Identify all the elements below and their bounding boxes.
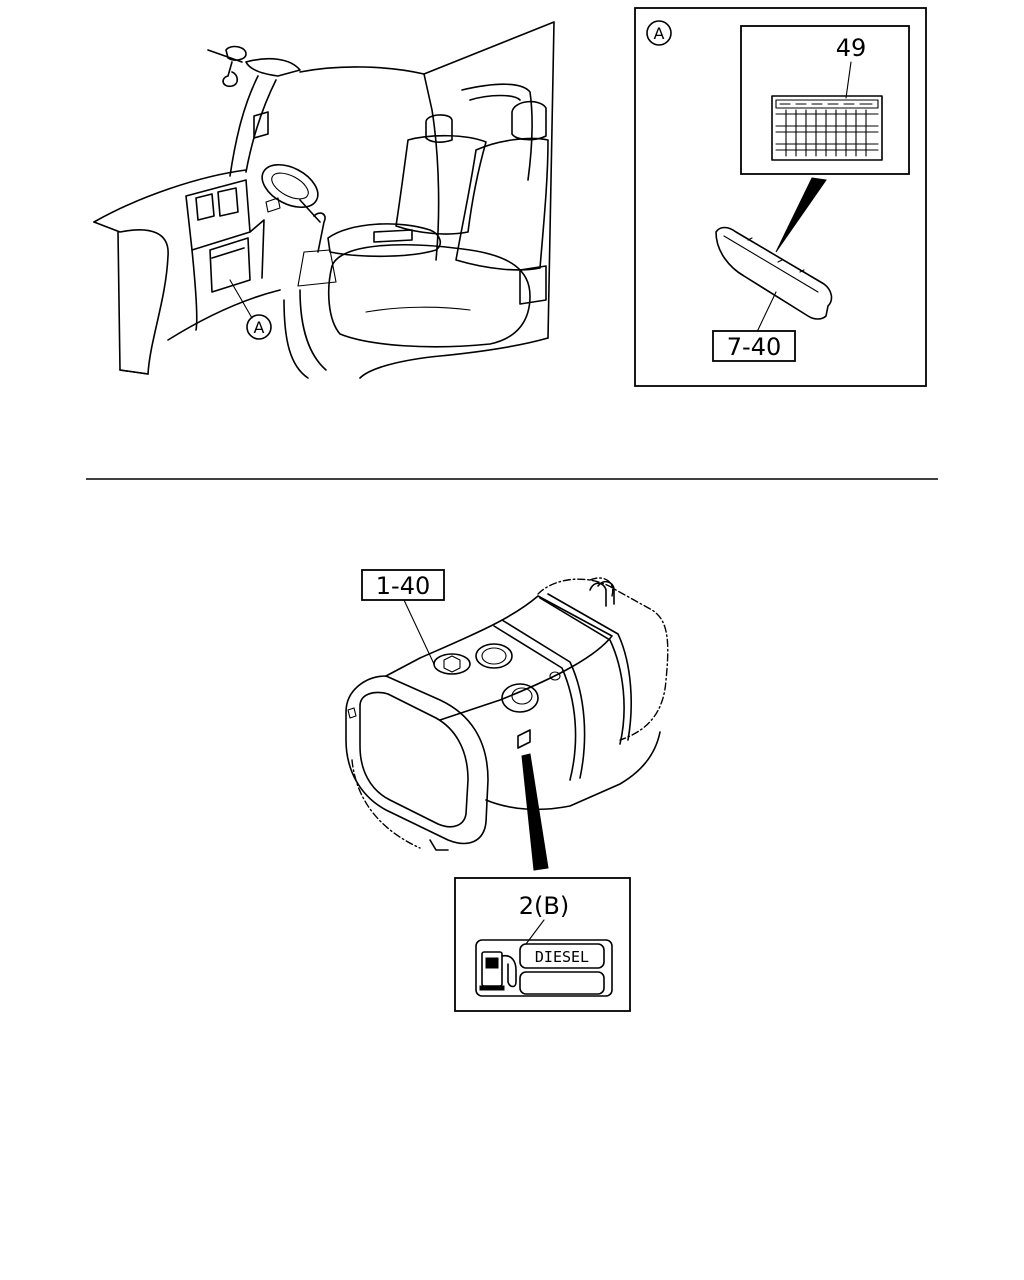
fuel-label-decal [475,939,613,997]
part-callout-box-tank [361,569,445,601]
part-number-lid: 7-40 [727,333,781,361]
part-number-tank: 1-40 [376,572,430,600]
fuel-type-text: DIESEL [535,948,589,966]
part-number-label: 2(B) [519,892,569,920]
fuel-tank-illustration [345,577,669,851]
glovebox-lid-illustration [715,226,833,320]
fuel-type-box [519,943,605,969]
instruction-plate-illustration [771,95,883,161]
fuel-pump-icon [479,951,517,991]
detail-view-header: A [654,24,665,43]
cab-interior-illustration [93,21,555,379]
part-callout-box-lid [712,330,796,362]
fuel-blank-box [519,971,605,995]
view-marker-label: A [254,318,265,337]
view-marker-circle [246,314,272,340]
part-number-plate: 49 [836,34,867,62]
detail-view-marker-circle [646,20,672,46]
